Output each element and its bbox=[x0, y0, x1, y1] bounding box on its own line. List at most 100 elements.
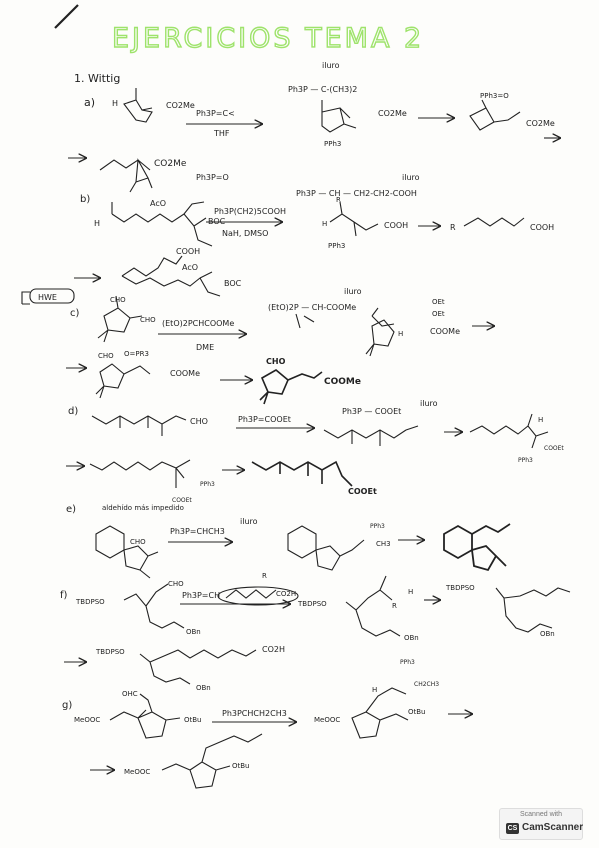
b-intermediate-structure bbox=[329, 201, 379, 237]
b-final-chain bbox=[121, 255, 221, 297]
d-reagent: Ph3P=COOEt bbox=[238, 415, 291, 424]
d-ylide: Ph3P — COOEt bbox=[342, 407, 401, 416]
g-intermediate-structure bbox=[351, 687, 409, 739]
d-intermediate-cooet: COOEt bbox=[544, 445, 564, 452]
b-reactant-h: H bbox=[94, 219, 100, 228]
f-intermediate-tbdpso: TBDPSO bbox=[297, 600, 327, 608]
c-reactant-cho-1: CHO bbox=[110, 296, 126, 304]
d-step2-cooet: COOEt bbox=[172, 497, 192, 504]
exercise-e-label: e) bbox=[66, 504, 76, 515]
f-final-chain bbox=[139, 649, 257, 685]
g-product-meooc: MeOOC bbox=[124, 768, 150, 776]
exercise-a-label: a) bbox=[84, 96, 95, 109]
g-reactant-otbu: OtBu bbox=[184, 716, 202, 724]
a-ylide: Ph3P — C-(CH3)2 bbox=[288, 85, 357, 94]
c-intermediate-h: H bbox=[398, 330, 403, 338]
page-title: EJERCICIOS TEMA 2 bbox=[112, 23, 424, 54]
pen-stroke bbox=[54, 4, 79, 29]
c-step2-ring bbox=[95, 363, 151, 399]
e-reactant-cho: CHO bbox=[130, 538, 146, 546]
c-intermediate-oet-1: OEt bbox=[432, 298, 445, 306]
c-intermediate-oet-2: OEt bbox=[432, 310, 445, 318]
e-intermediate-pph3: PPh3 bbox=[370, 523, 385, 530]
camscanner-watermark: Scanned with CS CamScanner bbox=[499, 808, 583, 840]
a-ylide-label: iluro bbox=[322, 61, 340, 70]
d-intermediate-chain bbox=[323, 425, 419, 446]
b-final-aco: AcO bbox=[182, 263, 198, 272]
d-intermediate-h: H bbox=[538, 416, 543, 424]
f-reactant-tbdpso: TBDPSO bbox=[75, 598, 105, 606]
d-reactant-cho: CHO bbox=[190, 417, 208, 426]
b-intermediate-h: H bbox=[322, 220, 327, 228]
g-product-structure bbox=[161, 733, 263, 789]
watermark-name: CamScanner bbox=[522, 822, 584, 833]
e-note: aldehído más impedido bbox=[102, 504, 184, 512]
b-product-cooh: COOH bbox=[530, 223, 554, 232]
a-reactant-co2me: CO2Me bbox=[166, 101, 195, 110]
c-step2-cho: CHO bbox=[98, 352, 114, 360]
b-reactant-aco: AcO bbox=[150, 199, 166, 208]
a-product-structure bbox=[99, 158, 153, 193]
exercise-d-label: d) bbox=[68, 406, 78, 417]
f-final-tbdpso: TBDPSO bbox=[95, 648, 125, 656]
f-reagent-chain-circle bbox=[217, 586, 299, 606]
c-tag: HWE bbox=[38, 293, 57, 302]
b-reagent: Ph3P(CH2)5COOH bbox=[214, 207, 286, 216]
c-product-ring bbox=[365, 319, 395, 357]
d-reactant-chain bbox=[91, 415, 187, 436]
d-intermediate-2-chain bbox=[469, 413, 549, 449]
c-product-coome: COOMe bbox=[324, 377, 361, 387]
c-reactant-structure bbox=[97, 295, 143, 343]
exercise-g-label: g) bbox=[62, 700, 72, 711]
b-reactant-chain bbox=[111, 201, 213, 247]
d-intermediate-pph3: PPh3 bbox=[518, 457, 533, 464]
f-intermediate-r: R bbox=[392, 602, 397, 610]
f-reactant-obn: OBn bbox=[186, 628, 201, 636]
e-ylide-label: iluro bbox=[240, 517, 258, 526]
d-product-cooet: COOEt bbox=[348, 487, 377, 496]
f-reagent-chain bbox=[225, 589, 277, 599]
f-product-tbdpso: TBDPSO bbox=[445, 584, 475, 592]
a-reactant-structure bbox=[123, 88, 153, 123]
b-intermediate-cooh: COOH bbox=[384, 221, 408, 230]
a-reactant-h: H bbox=[112, 99, 118, 108]
b-ylide-label: iluro bbox=[402, 173, 420, 182]
b-final-boc: BOC bbox=[224, 279, 242, 288]
g-reactant-structure bbox=[109, 693, 181, 739]
e-intermediate-structure bbox=[287, 525, 365, 571]
g-intermediate-pph3: PPh3 bbox=[400, 659, 415, 666]
f-product-chain bbox=[495, 587, 571, 633]
c-tag-box bbox=[29, 288, 75, 304]
camscanner-logo-icon: CS bbox=[506, 823, 519, 834]
watermark-small-text: Scanned with bbox=[519, 811, 563, 818]
b-intermediate-pph3: PPh3 bbox=[328, 242, 345, 250]
b-intermediate-r: R bbox=[336, 196, 341, 204]
b-base: NaH, DMSO bbox=[222, 229, 268, 238]
c-intermediate-coome: COOMe bbox=[430, 327, 460, 336]
d-step2-chain bbox=[89, 459, 191, 488]
c-ylide: (EtO)2P — CH-COOMe bbox=[268, 303, 356, 312]
a-betaine: PPh3=O bbox=[480, 92, 509, 100]
f-reagent-r: R bbox=[262, 572, 267, 580]
b-product-r: R bbox=[450, 223, 456, 232]
f-reagent-co2h: CO2H bbox=[276, 590, 296, 598]
g-reactant-ohc: OHC bbox=[122, 690, 138, 698]
a-product-co2me: CO2Me bbox=[154, 159, 187, 169]
d-step2-pph3: PPh3 bbox=[200, 481, 215, 488]
f-final-co2h: CO2H bbox=[262, 645, 285, 654]
d-product-chain bbox=[251, 460, 353, 487]
f-final-obn: OBn bbox=[196, 684, 211, 692]
f-reactant-cho: CHO bbox=[168, 580, 184, 588]
f-intermediate-obn: OBn bbox=[404, 634, 419, 642]
g-reactant-meooc: MeOOC bbox=[74, 716, 100, 724]
f-product-obn: OBn bbox=[540, 630, 555, 638]
c-step2-coome: COOMe bbox=[170, 369, 200, 378]
d-ylide-label: iluro bbox=[420, 399, 438, 408]
a-intermediate-co2me: CO2Me bbox=[378, 109, 407, 118]
c-product-cho: CHO bbox=[266, 357, 286, 366]
b-final-cooh: COOH bbox=[176, 247, 200, 256]
e-intermediate-ch3: CH3 bbox=[376, 540, 391, 548]
a-betaine-structure bbox=[469, 99, 521, 131]
f-reactant-chain bbox=[123, 583, 185, 629]
